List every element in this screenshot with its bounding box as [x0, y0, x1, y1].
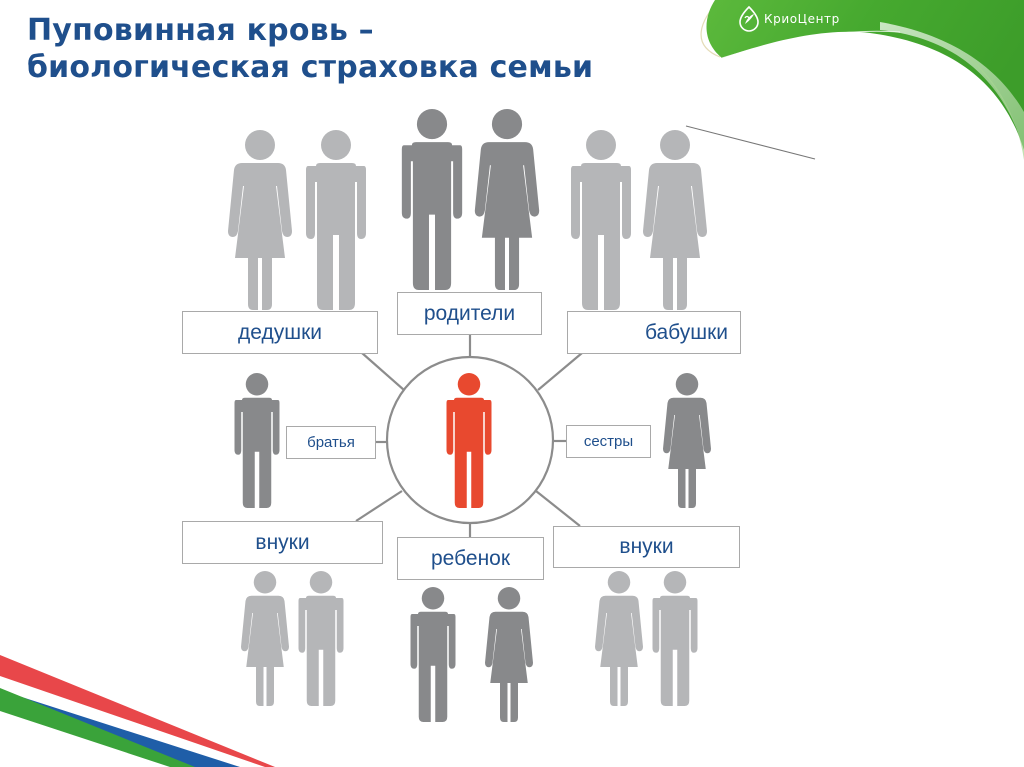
label-sisters: сестры [566, 425, 651, 458]
figure-daughter [480, 587, 538, 722]
title-line-2: биологическая страховка семьи [27, 50, 594, 85]
figure-grandmother-right [639, 130, 711, 310]
figure-granddaughter-left [235, 571, 295, 706]
logo-text: КриоЦентр [764, 12, 840, 26]
label-sisters-text: сестры [583, 433, 634, 450]
label-grandchildren-right: внуки [553, 526, 740, 568]
label-child-text: ребенок [430, 546, 511, 570]
figure-granddaughter-right [589, 571, 649, 706]
label-grandchildren-left-text: внуки [255, 530, 310, 554]
title-line-1: Пуповинная кровь – [27, 13, 374, 48]
label-parents-text: родители [423, 301, 516, 325]
stripe-green [0, 688, 195, 767]
figure-grandson-right [651, 571, 699, 706]
slide-title: Пуповинная кровь – биологическая страхов… [27, 12, 593, 86]
label-brothers: братья [286, 426, 376, 459]
figure-son [409, 587, 457, 722]
label-grandmothers-text: бабушки [644, 320, 728, 344]
label-brothers-text: братья [307, 434, 355, 451]
figure-grandmother-left [225, 130, 295, 310]
figure-grandfather-right [570, 130, 632, 310]
label-child: ребенок [397, 537, 544, 580]
connector-grandmothers [537, 352, 583, 391]
label-grandfathers: дедушки [182, 311, 378, 354]
green-swoosh [706, 0, 1024, 150]
connector-grandchildren-left [355, 490, 403, 522]
center-circle [385, 355, 555, 525]
stripe-blue [0, 690, 240, 767]
label-parents: родители [397, 292, 542, 335]
pointer-line [685, 125, 816, 160]
figure-sister [658, 373, 716, 508]
stripe-red [0, 655, 275, 767]
label-grandfathers-text: дедушки [238, 320, 322, 344]
connector-grandfathers [361, 352, 405, 391]
label-grandchildren-right-text: внуки [619, 535, 674, 558]
connector-grandchildren-right [535, 490, 581, 527]
leaf-drop-icon [739, 6, 759, 32]
brand-logo: КриоЦентр [738, 6, 840, 32]
figure-mother [472, 109, 542, 290]
swoosh-line [721, 30, 901, 59]
figure-grandson-left [297, 571, 345, 706]
label-grandchildren-left: внуки [182, 521, 383, 564]
figure-grandfather-left [305, 130, 367, 310]
figure-brother [232, 373, 282, 508]
figure-center-person [445, 373, 493, 508]
figure-father [401, 109, 463, 290]
label-grandmothers: бабушки [567, 311, 741, 354]
